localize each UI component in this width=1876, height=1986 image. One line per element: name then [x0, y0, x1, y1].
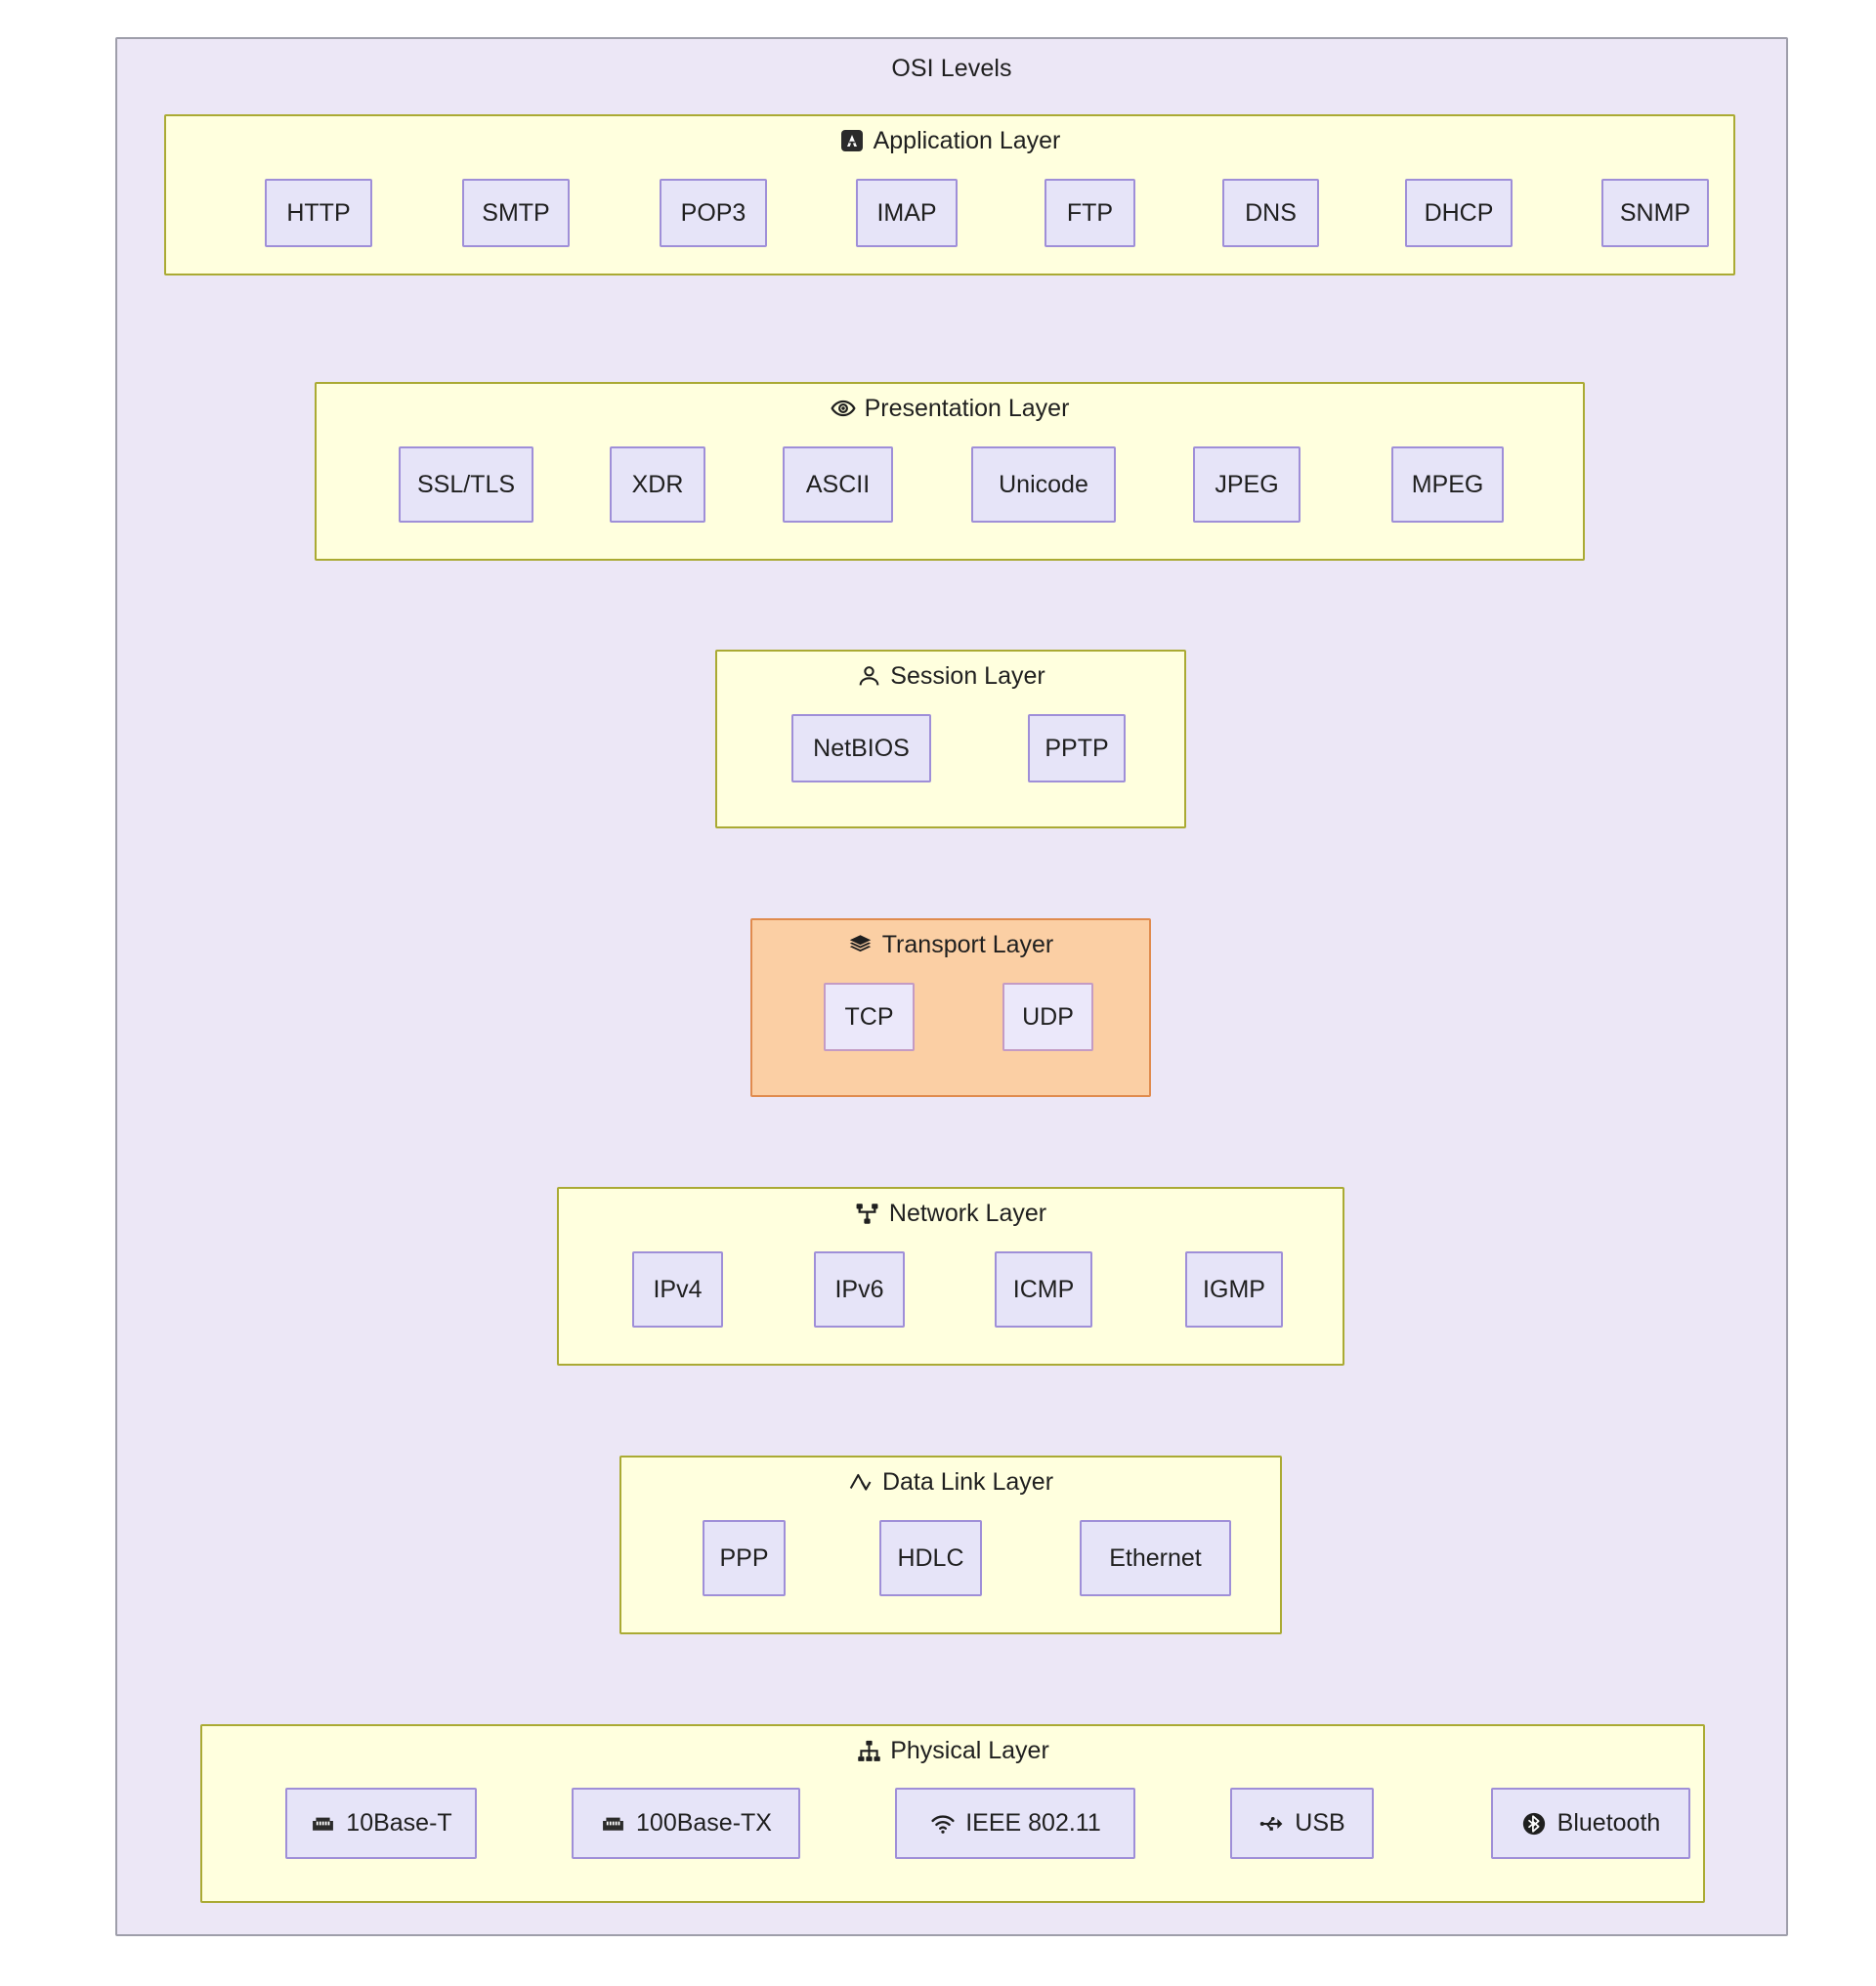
protocol-node-mpeg[interactable]: MPEG — [1391, 446, 1504, 523]
node-label: SNMP — [1619, 198, 1691, 227]
protocol-node-dhcp[interactable]: DHCP — [1405, 179, 1513, 247]
protocol-node-pop3[interactable]: POP3 — [660, 179, 767, 247]
protocol-node-10base-t[interactable]: 10Base-T — [285, 1788, 477, 1859]
protocol-node-ppp[interactable]: PPP — [703, 1520, 786, 1596]
layer-title-physical: Physical Layer — [202, 1738, 1703, 1763]
layer-title-session: Session Layer — [717, 663, 1184, 689]
node-label: IPv4 — [653, 1275, 703, 1303]
osi-outer-container: OSI Levels Application Layer HTTP — [115, 37, 1788, 1936]
node-label: UDP — [1022, 1002, 1074, 1031]
node-label: HTTP — [286, 198, 351, 227]
layer-title-transport: Transport Layer — [752, 932, 1149, 957]
protocol-node-ftp[interactable]: FTP — [1045, 179, 1135, 247]
node-label: USB — [1295, 1809, 1345, 1837]
node-label: IGMP — [1203, 1275, 1265, 1303]
protocol-node-jpeg[interactable]: JPEG — [1193, 446, 1300, 523]
sitemap-icon — [856, 1738, 881, 1763]
layer-title-network: Network Layer — [559, 1201, 1343, 1226]
layer-physical[interactable]: Physical Layer 10Base-T — [200, 1724, 1705, 1903]
node-label: ASCII — [805, 470, 871, 498]
node-label: TCP — [844, 1002, 894, 1031]
node-label: ICMP — [1012, 1275, 1075, 1303]
ethernet-port-icon — [600, 1810, 626, 1837]
node-label: Ethernet — [1109, 1543, 1202, 1572]
protocol-node-tcp[interactable]: TCP — [824, 983, 915, 1051]
layer-label: Transport Layer — [881, 930, 1054, 958]
eye-icon — [830, 396, 856, 421]
node-label: XDR — [631, 470, 684, 498]
node-label: JPEG — [1215, 470, 1279, 498]
layer-title-presentation: Presentation Layer — [317, 396, 1583, 421]
protocol-node-snmp[interactable]: SNMP — [1601, 179, 1709, 247]
layer-session[interactable]: Session Layer NetBIOS PPTP — [715, 650, 1186, 828]
layer-label: Session Layer — [890, 661, 1045, 690]
ethernet-port-icon — [310, 1810, 336, 1837]
node-label: Unicode — [999, 470, 1088, 498]
node-label: IEEE 802.11 — [965, 1809, 1101, 1837]
node-label: SSL/TLS — [416, 470, 516, 498]
node-label: DHCP — [1424, 198, 1494, 227]
protocol-node-ipv4[interactable]: IPv4 — [632, 1251, 723, 1328]
node-label: IMAP — [876, 198, 937, 227]
protocol-node-http[interactable]: HTTP — [265, 179, 372, 247]
protocol-node-100base-tx[interactable]: 100Base-TX — [572, 1788, 800, 1859]
protocol-node-ssl-tls[interactable]: SSL/TLS — [399, 446, 533, 523]
protocol-node-bluetooth[interactable]: Bluetooth — [1491, 1788, 1690, 1859]
node-label: PPP — [719, 1543, 769, 1572]
protocol-node-dns[interactable]: DNS — [1222, 179, 1319, 247]
protocol-node-icmp[interactable]: ICMP — [995, 1251, 1092, 1328]
node-label: HDLC — [897, 1543, 964, 1572]
layer-title-datalink: Data Link Layer — [621, 1469, 1280, 1495]
node-label: 100Base-TX — [636, 1809, 772, 1837]
layer-network[interactable]: Network Layer IPv4 IPv6 ICMP IGMP — [557, 1187, 1344, 1366]
protocol-node-smtp[interactable]: SMTP — [462, 179, 570, 247]
node-label: Bluetooth — [1556, 1809, 1661, 1837]
wifi-icon — [929, 1810, 956, 1837]
protocol-node-ethernet[interactable]: Ethernet — [1080, 1520, 1231, 1596]
protocol-node-imap[interactable]: IMAP — [856, 179, 958, 247]
node-label: PPTP — [1045, 734, 1109, 762]
protocol-node-unicode[interactable]: Unicode — [971, 446, 1116, 523]
protocol-node-udp[interactable]: UDP — [1002, 983, 1093, 1051]
protocol-node-hdlc[interactable]: HDLC — [879, 1520, 982, 1596]
peak-chevron-icon — [848, 1469, 874, 1495]
protocol-node-usb[interactable]: USB — [1230, 1788, 1374, 1859]
layer-application[interactable]: Application Layer HTTP SMTP POP3 IMAP FT… — [164, 114, 1735, 275]
layer-label: Network Layer — [888, 1199, 1047, 1227]
protocol-node-ipv6[interactable]: IPv6 — [814, 1251, 905, 1328]
layer-transport[interactable]: Transport Layer TCP UDP — [750, 918, 1151, 1097]
layer-title-application: Application Layer — [166, 128, 1733, 153]
node-label: 10Base-T — [346, 1809, 452, 1837]
stack-layers-icon — [848, 932, 874, 957]
protocol-node-ascii[interactable]: ASCII — [783, 446, 893, 523]
layer-datalink[interactable]: Data Link Layer PPP HDLC Ethernet — [619, 1456, 1282, 1634]
protocol-node-xdr[interactable]: XDR — [610, 446, 705, 523]
layer-label: Physical Layer — [890, 1736, 1049, 1764]
app-badge-icon — [839, 128, 865, 153]
network-nodes-icon — [855, 1201, 880, 1226]
layer-label: Presentation Layer — [864, 394, 1070, 422]
node-label: FTP — [1066, 198, 1114, 227]
node-label: NetBIOS — [813, 734, 910, 762]
node-label: POP3 — [680, 198, 746, 227]
layer-presentation[interactable]: Presentation Layer SSL/TLS XDR ASCII Uni… — [315, 382, 1585, 561]
node-label: SMTP — [482, 198, 550, 227]
node-label: DNS — [1245, 198, 1297, 227]
usb-icon — [1258, 1810, 1285, 1837]
person-icon — [856, 663, 881, 689]
protocol-node-igmp[interactable]: IGMP — [1185, 1251, 1283, 1328]
layer-label: Application Layer — [873, 126, 1061, 154]
protocol-node-netbios[interactable]: NetBIOS — [791, 714, 931, 782]
node-label: IPv6 — [834, 1275, 884, 1303]
bluetooth-icon — [1521, 1810, 1548, 1837]
protocol-node-ieee-802-11[interactable]: IEEE 802.11 — [895, 1788, 1135, 1859]
protocol-node-pptp[interactable]: PPTP — [1028, 714, 1126, 782]
page-title: OSI Levels — [891, 55, 1012, 82]
node-label: MPEG — [1411, 470, 1484, 498]
layer-label: Data Link Layer — [881, 1467, 1054, 1496]
